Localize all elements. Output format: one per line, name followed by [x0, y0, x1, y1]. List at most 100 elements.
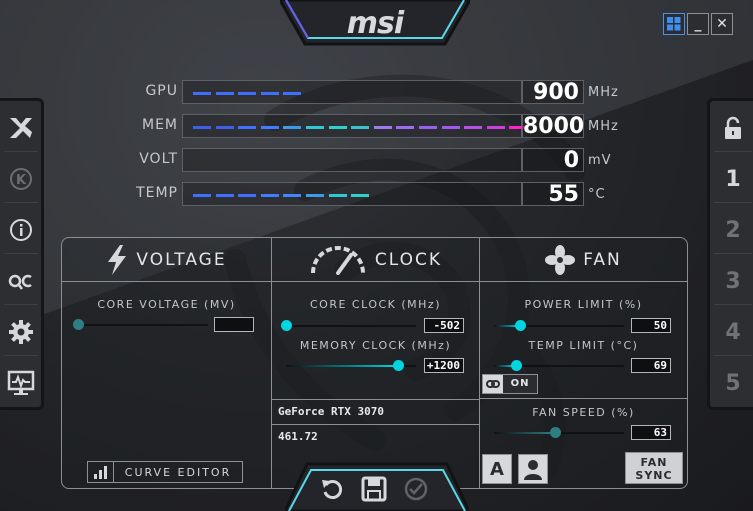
monitor-bar-segment — [486, 126, 505, 129]
temp-limit-label: TEMP LIMIT (°C) — [528, 339, 639, 352]
monitor-bar — [182, 182, 522, 206]
monitor-bar-segment — [215, 92, 234, 95]
oc-scanner-icon[interactable] — [4, 258, 38, 305]
monitor-bar-segment — [260, 126, 279, 129]
temp-limit-slider[interactable] — [494, 360, 624, 371]
kombustor-icon[interactable]: K — [4, 156, 38, 203]
fan-speed-label: FAN SPEED (%) — [532, 406, 635, 419]
voltage-header: VOLTAGE — [62, 238, 271, 282]
core-clock-label: CORE CLOCK (MHz) — [309, 298, 441, 311]
monitor-unit: MHz — [588, 119, 619, 134]
monitor-value: 900 — [522, 80, 584, 104]
slider-knob[interactable] — [550, 427, 562, 438]
core-voltage-slider[interactable] — [73, 319, 208, 330]
monitor-bar-segment — [396, 126, 415, 129]
curve-editor-button[interactable]: CURVE EDITOR — [87, 461, 243, 483]
monitor-label: TEMP — [136, 185, 178, 201]
core-clock-slider[interactable] — [281, 320, 416, 331]
monitor-bar-segment — [260, 194, 279, 197]
monitor-bar-segment — [283, 194, 302, 197]
memory-clock-input[interactable]: +1200 — [424, 358, 464, 373]
monitor-bar-segment — [283, 126, 302, 129]
msi-logo: msi — [346, 6, 404, 41]
profile-3-button[interactable]: 3 — [714, 258, 752, 305]
clock-title: CLOCK — [374, 249, 443, 270]
fan-auto-button[interactable]: A — [482, 454, 512, 484]
link-toggle[interactable]: ON — [482, 374, 538, 394]
info-icon[interactable] — [4, 207, 38, 254]
svg-text:K: K — [16, 173, 27, 188]
monitor-value: 55 — [522, 182, 584, 206]
monitor-bar-segment — [193, 92, 211, 95]
close-button[interactable]: ✕ — [711, 13, 733, 35]
monitor-bar-segment — [351, 194, 370, 197]
user-fan-curve-button[interactable] — [518, 454, 548, 484]
save-icon[interactable] — [361, 476, 387, 502]
logo-plate: msi — [280, 0, 470, 48]
monitor-label: VOLT — [139, 151, 178, 167]
monitor-bar-segment — [328, 194, 347, 197]
profile-1-button[interactable]: 1 — [714, 156, 752, 203]
curve-editor-label: CURVE EDITOR — [124, 465, 232, 479]
profile-4-button[interactable]: 4 — [714, 309, 752, 356]
fan-sync-button[interactable]: FAN SYNC — [625, 452, 683, 484]
slider-fill — [494, 325, 520, 327]
monitor-bar-segment — [260, 92, 279, 95]
slider-fill — [494, 365, 517, 367]
power-limit-slider[interactable] — [494, 320, 624, 331]
fan-section: FAN POWER LIMIT (%) 50 TEMP LIMIT (°C) 6… — [480, 238, 687, 488]
user-icon — [524, 460, 542, 480]
voltage-section: VOLTAGE CORE VOLTAGE (MV) CURVE EDITOR — [62, 238, 272, 488]
settings-gear-icon[interactable] — [4, 309, 38, 356]
chain-link-icon — [483, 375, 503, 393]
fan-speed-input[interactable]: 63 — [631, 425, 671, 440]
slider-knob[interactable] — [392, 360, 404, 371]
monitor-bar-segment — [351, 126, 370, 129]
fan-auto-label: A — [490, 458, 504, 480]
slider-knob[interactable] — [281, 320, 292, 331]
fan-icon — [545, 244, 576, 275]
temp-limit-input[interactable]: 69 — [631, 358, 671, 373]
right-sidebar: 1 2 3 4 5 — [707, 98, 753, 410]
fan-speed-slider[interactable] — [494, 427, 624, 438]
link-toggle-label: ON — [510, 378, 530, 389]
speedometer-icon — [310, 245, 365, 275]
core-clock-input[interactable]: -502 — [424, 318, 464, 333]
monitor-bar-segment — [283, 92, 302, 95]
slider-fill — [286, 365, 398, 367]
slider-fill — [494, 432, 556, 434]
windows-logo-icon[interactable] — [663, 13, 685, 35]
monitor-label: GPU — [145, 83, 178, 99]
apply-check-icon[interactable] — [403, 476, 429, 502]
window-controls: _ ✕ — [663, 13, 733, 35]
reset-icon[interactable] — [319, 476, 345, 502]
slider-knob[interactable] — [515, 320, 526, 331]
game-mode-icon[interactable] — [4, 105, 38, 152]
profile-2-button[interactable]: 2 — [714, 207, 752, 254]
slider-knob[interactable] — [511, 360, 523, 371]
monitor-bar-segment — [441, 126, 460, 129]
power-limit-input[interactable]: 50 — [631, 318, 671, 333]
memory-clock-slider[interactable] — [286, 360, 416, 371]
monitor-bar-segment — [306, 126, 324, 129]
memory-clock-label: MEMORY CLOCK (MHz) — [299, 339, 452, 352]
lightning-icon — [108, 244, 127, 275]
core-voltage-input[interactable] — [214, 317, 254, 332]
driver-version: 461.72 — [272, 424, 479, 448]
voltage-title: VOLTAGE — [136, 249, 227, 270]
slider-knob[interactable] — [73, 319, 84, 330]
power-limit-label: POWER LIMIT (%) — [524, 298, 643, 311]
clock-header: CLOCK — [272, 238, 479, 282]
monitor-unit: MHz — [588, 85, 619, 100]
unlock-icon[interactable] — [714, 105, 752, 152]
monitor-label: MEM — [141, 117, 178, 133]
minimize-button[interactable]: _ — [687, 13, 709, 35]
fan-sync-line2: SYNC — [635, 469, 673, 482]
monitor-unit: °C — [588, 187, 606, 202]
monitor-bar-segment — [373, 126, 392, 129]
monitor-icon[interactable] — [4, 360, 38, 406]
fan-divider — [480, 398, 687, 399]
monitor-value: 8000 — [522, 114, 585, 139]
profile-5-button[interactable]: 5 — [725, 370, 741, 396]
